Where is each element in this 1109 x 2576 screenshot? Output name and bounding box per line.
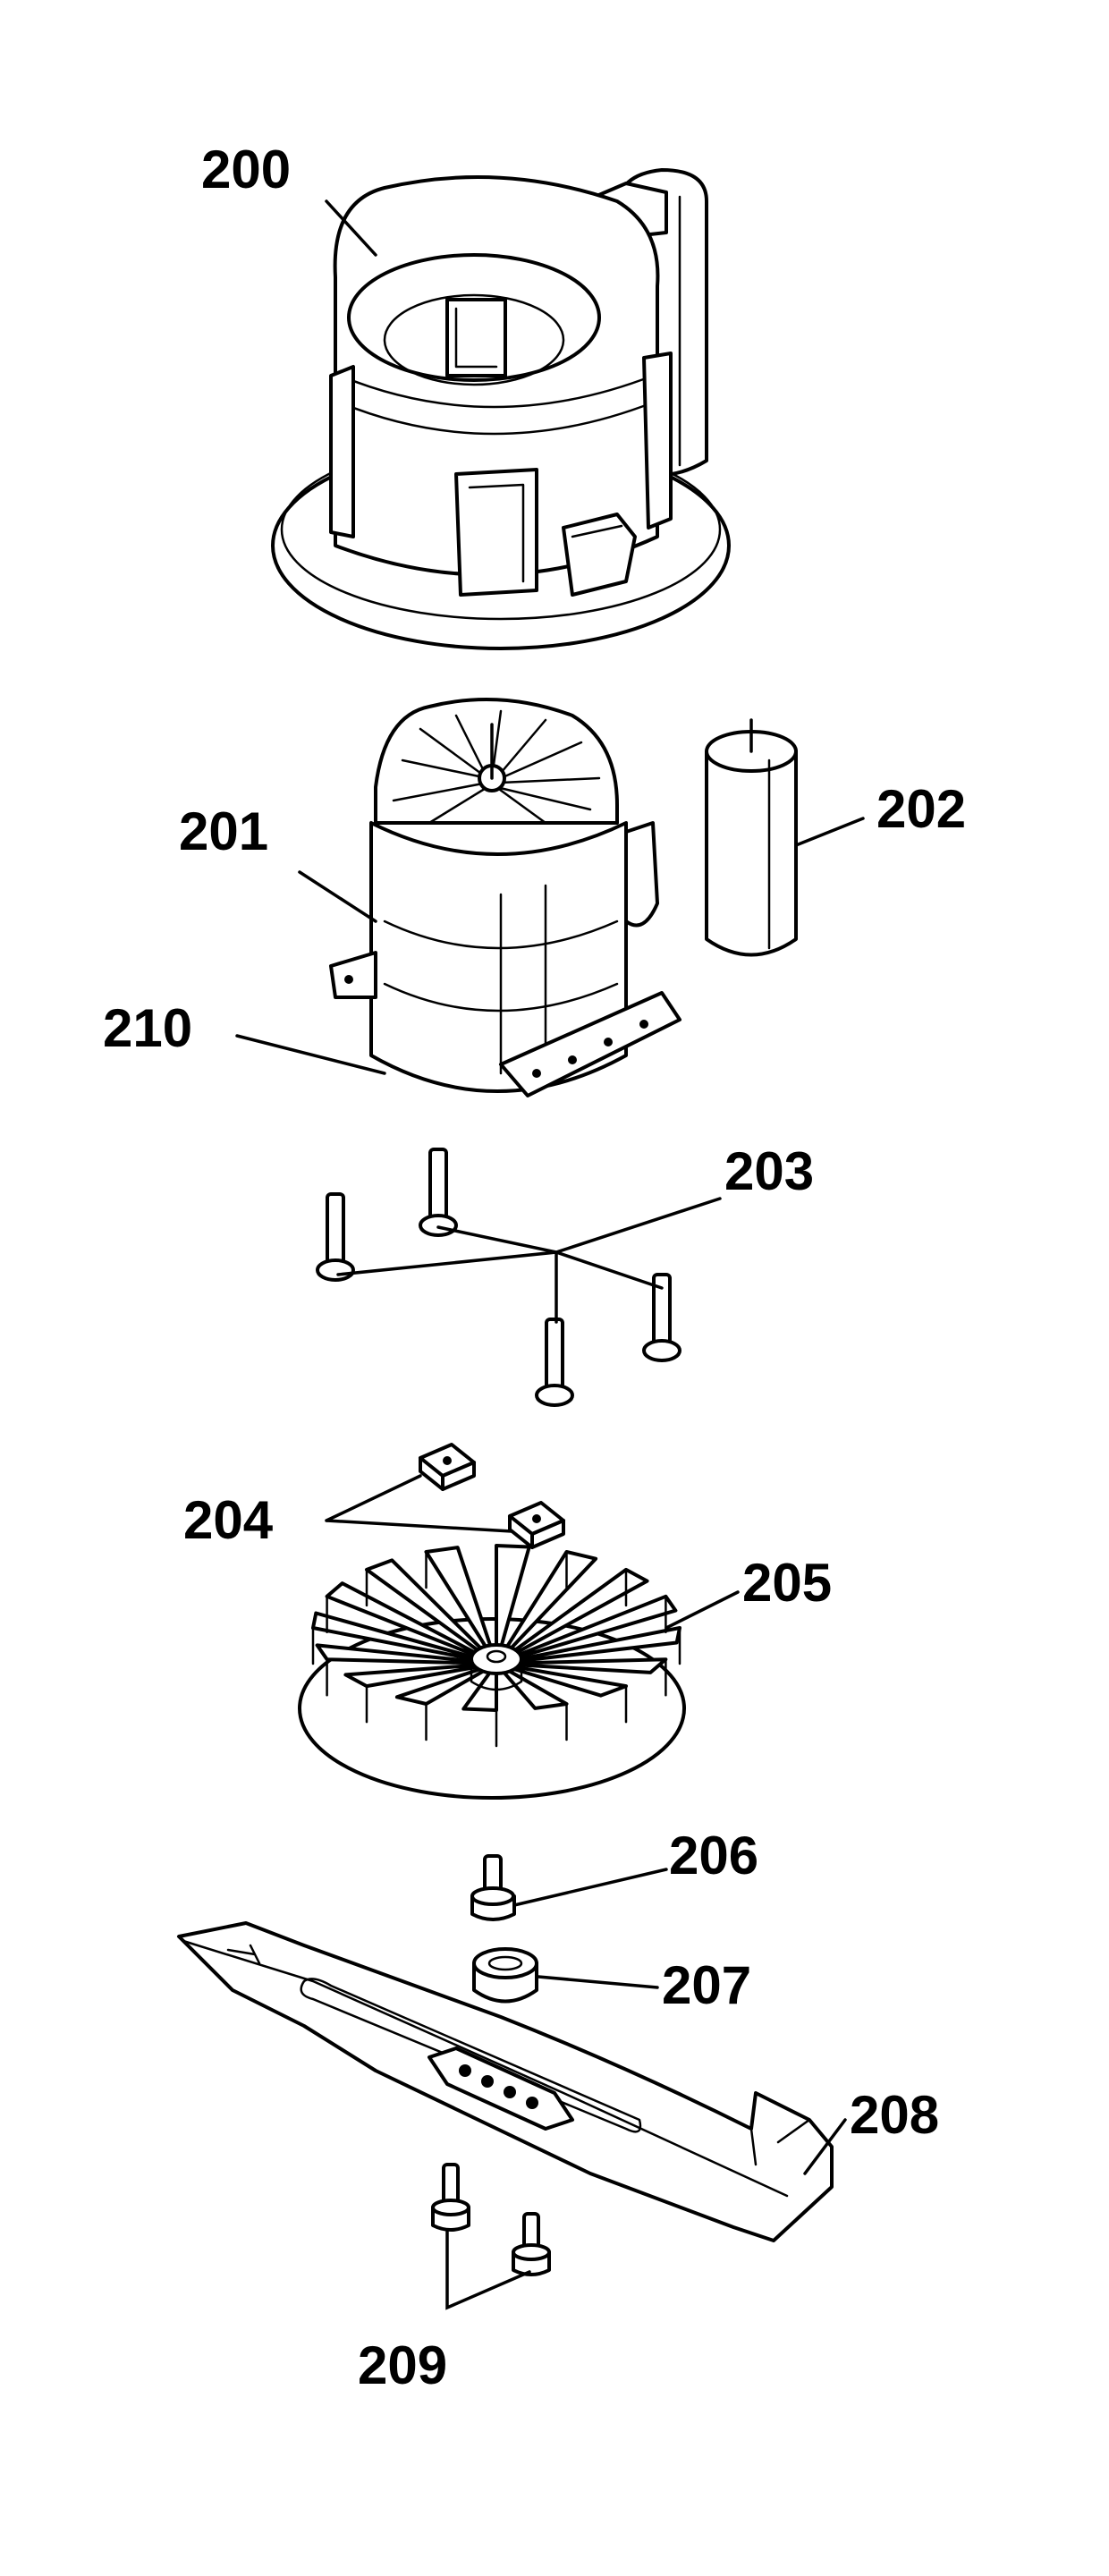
fan-blade [365,1558,498,1665]
part-204-square-nuts [419,1443,565,1549]
callout-204: 204 [183,1490,274,1550]
part-209-blade-bolts [431,2163,551,2276]
part-206-center-bolt [470,1854,516,1921]
fan-blade [495,1626,681,1665]
fan-blade [495,1567,649,1665]
callout-202: 202 [876,779,966,839]
fan-blade [424,1546,498,1665]
part-205-fan-impeller [298,1544,686,1800]
fan-blade [495,1662,628,1698]
fan-blade [315,1643,498,1665]
fan-blade [495,1550,598,1665]
part-208-cutting-blade [177,1921,834,2242]
fan-blade [311,1611,498,1665]
fan-blade [325,1581,498,1665]
part-201-motor [329,698,681,1097]
callout-206: 206 [669,1826,758,1885]
part-207-spacer-bush [472,1947,538,2004]
screw [642,1273,681,1362]
fan-blade [495,1544,531,1665]
callout-201: 201 [179,801,268,861]
screw [535,1318,574,1407]
screw [316,1192,355,1282]
callout-208: 208 [850,2085,939,2145]
callout-200: 200 [201,140,291,199]
part-200-motor-housing [271,168,731,650]
part-203-screws [316,1148,681,1407]
part-202-capacitor [705,718,798,957]
fan-blade [343,1662,498,1689]
callout-209: 209 [358,2335,447,2395]
screw [419,1148,458,1237]
callout-205: 205 [742,1553,832,1613]
fan-blade [495,1657,668,1674]
callout-207: 207 [662,1955,751,2015]
callout-labels: 200 201 202 203 204 205 206 207 208 209 … [103,140,966,2395]
callout-210: 210 [103,998,192,1058]
fan-blade [495,1594,678,1665]
callout-203: 203 [724,1141,814,1201]
leader-lines [235,199,865,2310]
